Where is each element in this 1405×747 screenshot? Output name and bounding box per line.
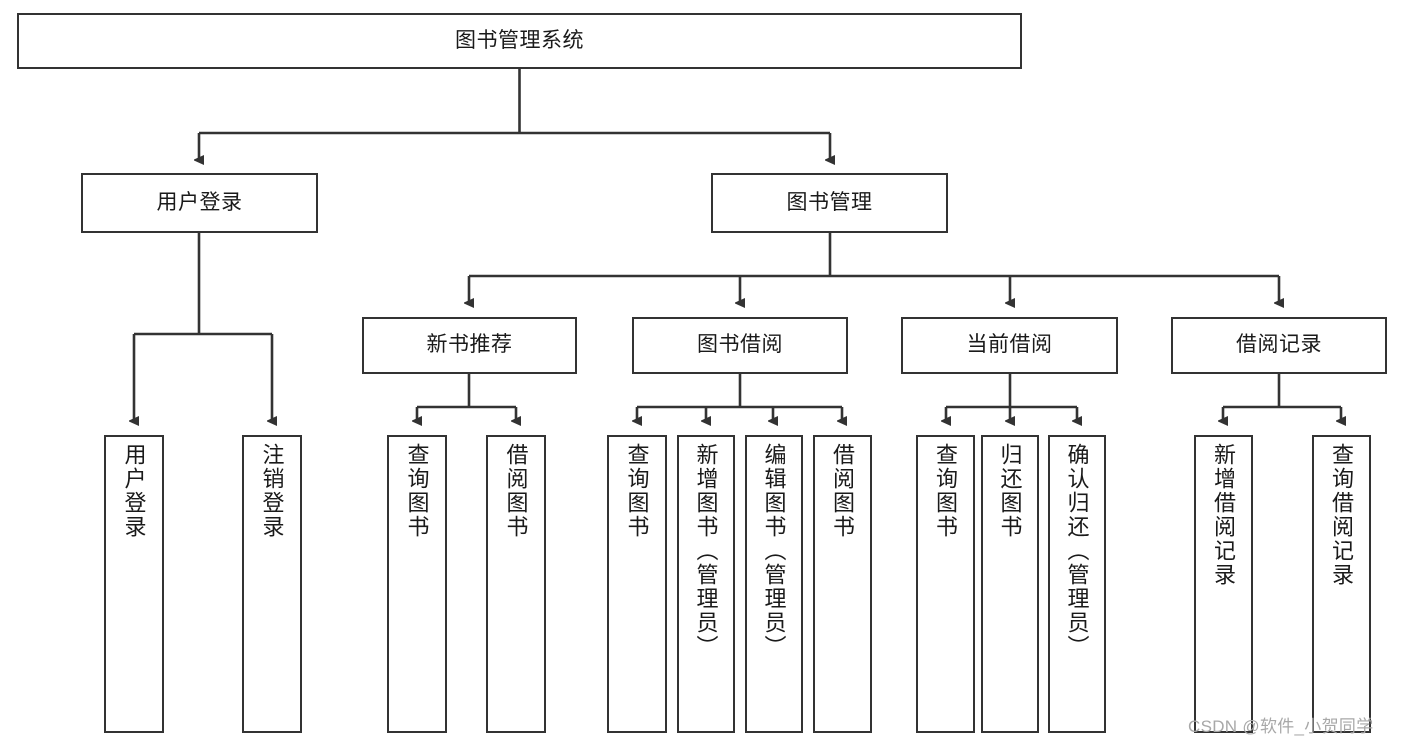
leaf-query-book-new[interactable]: 查询图书 <box>387 435 447 733</box>
node-label: 当前借阅 <box>966 333 1053 357</box>
leaf-user-login[interactable]: 用户登录 <box>104 435 164 733</box>
node-new-book-recommend[interactable]: 新书推荐 <box>362 317 577 374</box>
node-label: 新增图书（管理员） <box>693 443 719 659</box>
node-current-borrow[interactable]: 当前借阅 <box>901 317 1118 374</box>
node-label: 图书管理 <box>786 190 873 214</box>
leaf-query-borrow-record[interactable]: 查询借阅记录 <box>1312 435 1371 733</box>
node-label: 确认归还（管理员） <box>1064 443 1090 659</box>
node-label: 用户登录 <box>156 190 243 214</box>
node-book-management[interactable]: 图书管理 <box>711 173 948 233</box>
leaf-borrow-book[interactable]: 借阅图书 <box>813 435 872 733</box>
leaf-add-borrow-record[interactable]: 新增借阅记录 <box>1194 435 1253 733</box>
leaf-logout[interactable]: 注销登录 <box>242 435 302 733</box>
node-label: 借阅图书 <box>830 443 856 539</box>
node-user-login[interactable]: 用户登录 <box>81 173 318 233</box>
node-label: 查询图书 <box>933 443 959 539</box>
node-label: 借阅图书 <box>503 443 529 539</box>
node-label: 查询图书 <box>404 443 430 539</box>
node-label: 借阅记录 <box>1236 333 1322 357</box>
csdn-watermark: CSDN @软件_小贺同学 <box>1188 717 1374 736</box>
leaf-return-book[interactable]: 归还图书 <box>981 435 1039 733</box>
node-label: 用户登录 <box>121 443 147 539</box>
leaf-add-book-admin[interactable]: 新增图书（管理员） <box>677 435 735 733</box>
node-book-borrow[interactable]: 图书借阅 <box>632 317 848 374</box>
node-label: 注销登录 <box>259 443 285 539</box>
leaf-edit-book-admin[interactable]: 编辑图书（管理员） <box>745 435 803 733</box>
leaf-query-book-current[interactable]: 查询图书 <box>916 435 975 733</box>
node-label: 图书管理系统 <box>455 28 584 52</box>
node-label: 查询图书 <box>624 443 650 539</box>
node-label: 新书推荐 <box>426 333 513 357</box>
node-label: 图书借阅 <box>697 333 783 357</box>
node-label: 归还图书 <box>997 443 1023 539</box>
node-label: 编辑图书（管理员） <box>761 443 787 659</box>
leaf-query-book-borrow[interactable]: 查询图书 <box>607 435 667 733</box>
node-label: 查询借阅记录 <box>1329 443 1355 587</box>
node-label: 新增借阅记录 <box>1211 443 1237 587</box>
node-borrow-record[interactable]: 借阅记录 <box>1171 317 1387 374</box>
leaf-borrow-book-new[interactable]: 借阅图书 <box>486 435 546 733</box>
leaf-confirm-return-admin[interactable]: 确认归还（管理员） <box>1048 435 1106 733</box>
node-book-management-system[interactable]: 图书管理系统 <box>17 13 1022 69</box>
